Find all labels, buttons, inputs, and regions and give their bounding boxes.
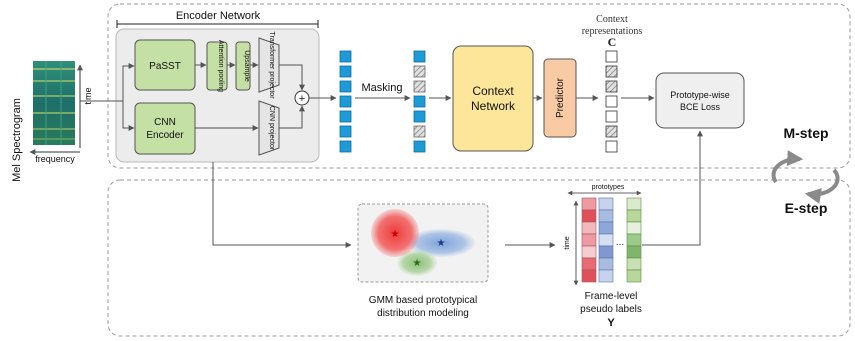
masking-label: Masking [362,82,403,94]
passt-label: PaSST [149,61,181,72]
encoder-network-title: Encoder Network [176,10,261,22]
bce-loss-block [655,72,745,129]
gmm-label-2: distribution modeling [377,308,469,319]
spectrogram-image [33,61,75,145]
gmm-label-1: GMM based prototypical [369,295,477,306]
frequency-axis-label: frequency [35,154,75,164]
bce-loss-label-1: Prototype-wise [670,90,730,100]
pseudo-label-matrix [581,197,642,283]
cnn-encoder-label-2: Encoder [146,130,184,141]
pseudo-labels-ellipsis: ... [616,237,624,248]
e-step-label: E-step [785,200,828,216]
attention-pooling-block [206,41,228,91]
cnn-encoder-block [134,102,196,155]
pseudo-labels-label-2: pseudo labels [580,304,642,315]
red-prototype-star-icon: ★ [391,229,400,240]
context-representations-label-1: Context [596,14,628,25]
frame-features-column [339,50,352,153]
context-representations-column [605,50,618,153]
m-step-label: M-step [783,125,828,141]
sum-symbol: + [299,93,305,105]
upsample-block [235,41,251,91]
pseudo-labels-symbol: Y [607,317,615,329]
m-step-panel [107,3,851,169]
e-step-panel [107,179,851,337]
prototypes-label: prototypes [592,184,625,191]
gmm-clusters [371,209,475,276]
transformer-projector-block [258,37,280,93]
attention-pooling-label: Attention pooling [217,40,224,92]
predictor-label: Predictor [555,77,566,118]
cnn-projector-label: CNN projector [268,106,275,151]
time-axis-label: time [83,87,93,104]
upsample-label: Upsample [243,50,250,82]
pseudo-labels-label-1: Frame-level [585,291,638,302]
green-prototype-star-icon: ★ [413,258,422,269]
em-cycle-icon [771,150,840,204]
pseudo-labels-time-label: time [564,236,571,249]
context-representations-symbol: C [608,35,617,49]
mel-spectrogram-label: Mel Spectrogram [11,98,23,182]
bce-loss-label-2: BCE Loss [680,102,721,112]
transformer-projector-label: Transformer projector [268,31,275,99]
context-network-label-2: Network [471,99,516,113]
context-network-label-1: Context [472,84,514,98]
cnn-encoder-label-1: CNN [154,117,176,128]
cnn-projector-block [258,100,280,156]
blue-prototype-star-icon: ★ [437,238,446,249]
masked-frames-column [413,50,426,153]
context-representations-label-2: representations [582,26,643,37]
